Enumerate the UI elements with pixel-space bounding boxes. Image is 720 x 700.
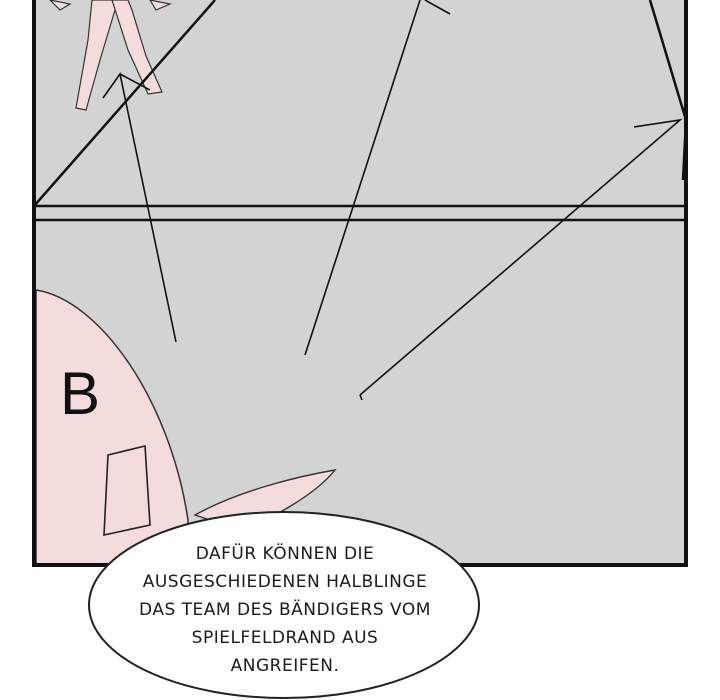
court-lines xyxy=(33,0,688,222)
panel-letter: B xyxy=(60,360,101,427)
standing-figure xyxy=(49,0,173,111)
speech-bubble xyxy=(88,511,480,699)
trajectory-arrows xyxy=(102,0,683,401)
speech-bubble-text: DAFÜR KÖNNEN DIE AUSGESCHIEDENEN HALBLIN… xyxy=(100,540,470,680)
sketched-rectangle xyxy=(103,444,151,537)
speech-line: DAS TEAM DES BÄNDIGERS VOM xyxy=(139,600,431,620)
foreground-shape xyxy=(35,289,189,566)
speech-line: SPIELFELDRAND AUS xyxy=(191,628,379,648)
speech-line: ANGREIFEN. xyxy=(230,656,340,676)
speech-line: AUSGESCHIEDENEN HALBLINGE xyxy=(142,572,428,592)
speech-line: DAFÜR KÖNNEN DIE xyxy=(195,544,375,564)
